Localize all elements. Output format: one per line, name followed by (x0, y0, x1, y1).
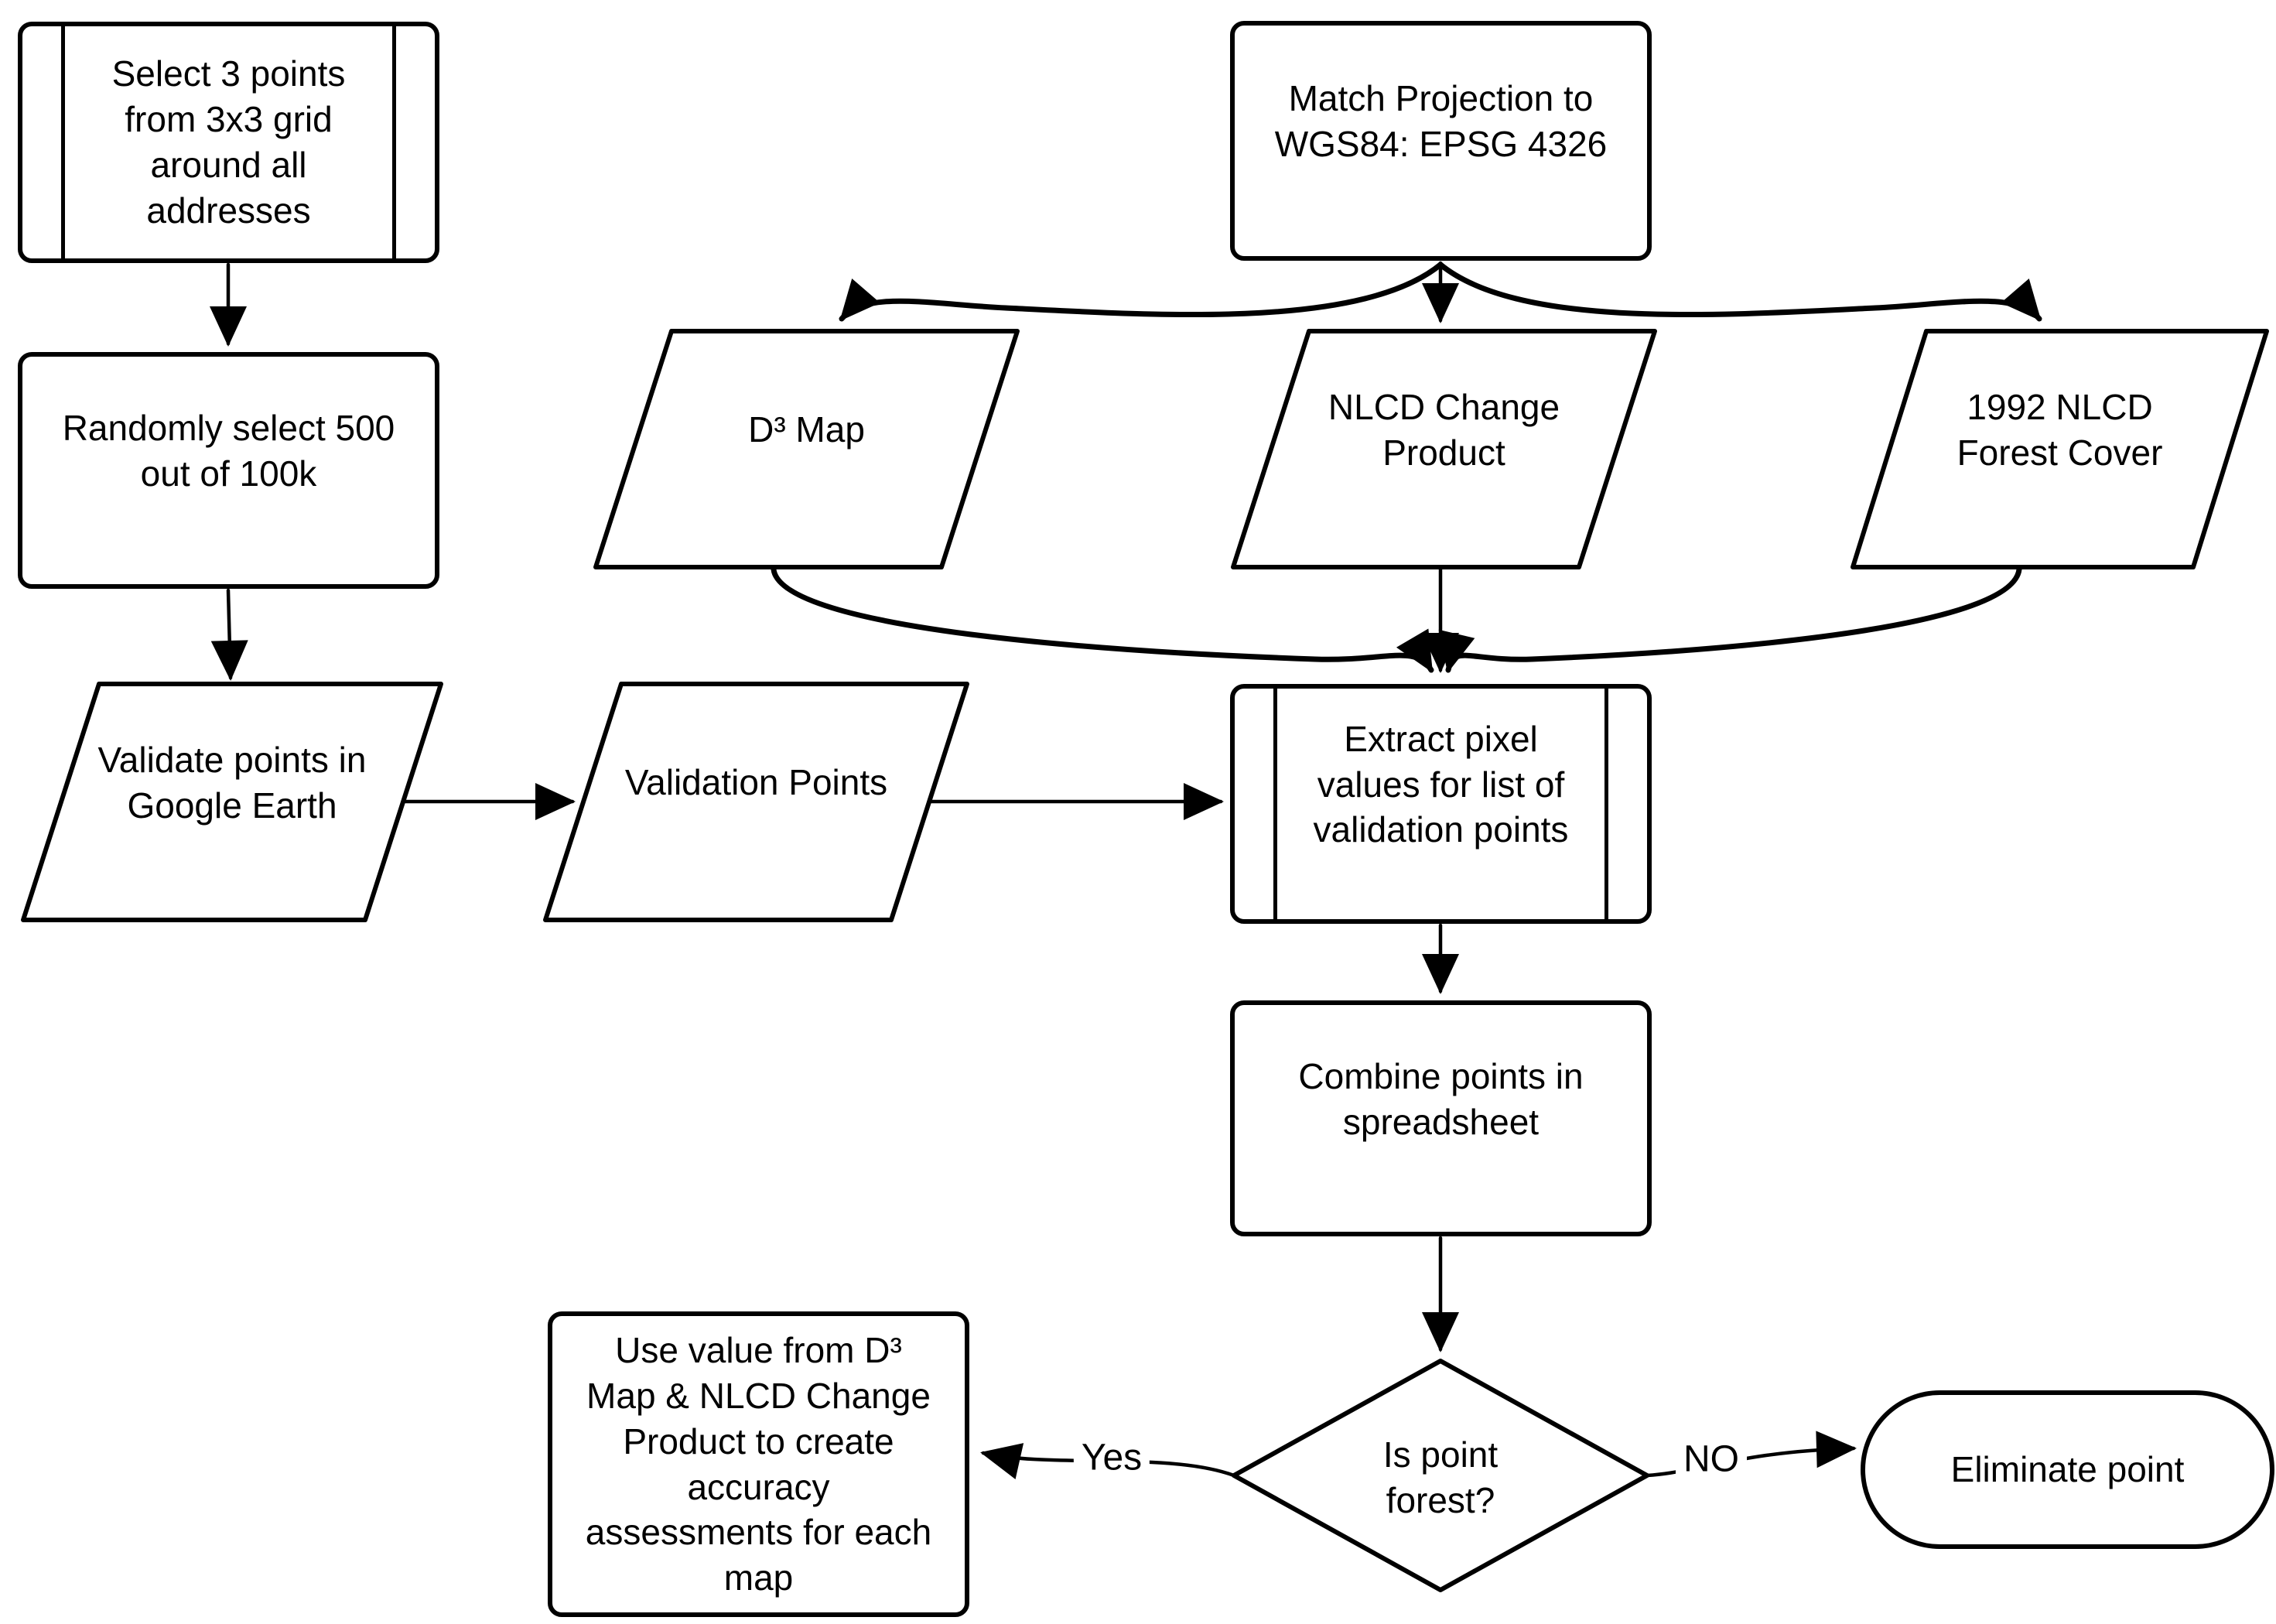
node-validate-points-label: Validate points in Google Earth (97, 739, 367, 826)
node-match-projection-label: Match Projection to WGS84: EPSG 4326 (1274, 78, 1608, 164)
node-nlcd-1992-label: 1992 NLCD Forest Cover (1956, 386, 2163, 473)
edge-label-no: NO (1676, 1438, 1747, 1481)
arrow-nlcd1992-to-extract (1438, 566, 2022, 673)
node-combine-points-label: Combine points in spreadsheet (1298, 1055, 1584, 1142)
node-d3-map-label: D³ Map (748, 409, 865, 450)
arrow-random-to-validate (210, 588, 248, 681)
predefined-process-bar-left (61, 26, 65, 258)
validate-points-shape (21, 682, 443, 922)
arrow-match-to-d3map (839, 262, 1444, 322)
validation-points-shape (543, 682, 969, 922)
arrow-d3map-to-extract (771, 566, 1434, 673)
nlcd-1992-shape (1851, 329, 2269, 569)
node-select-3-points: Select 3 points from 3x3 grid around all… (18, 22, 439, 263)
node-extract-pixel-values-label: Extract pixel values for list of validat… (1313, 718, 1569, 850)
nlcd-change-shape (1231, 329, 1657, 569)
node-eliminate-point: Eliminate point (1861, 1390, 2274, 1549)
predefined-process-bar-right (392, 26, 396, 258)
predefined-process-bar-right (1604, 689, 1608, 919)
predefined-process-bar-left (1273, 689, 1277, 919)
node-use-value-accuracy: Use value from D³ Map & NLCD Change Prod… (548, 1311, 969, 1617)
node-select-3-points-label: Select 3 points from 3x3 grid around all… (111, 53, 346, 231)
edge-label-yes: Yes (1073, 1436, 1150, 1479)
node-combine-points: Combine points in spreadsheet (1230, 1000, 1652, 1236)
node-randomly-select-500-label: Randomly select 500 out of 100k (62, 408, 395, 494)
node-eliminate-point-label: Eliminate point (1950, 1449, 2185, 1490)
node-nlcd-change-label: NLCD Change Product (1328, 386, 1560, 473)
node-validation-points-label: Validation Points (624, 762, 888, 803)
node-extract-pixel-values: Extract pixel values for list of validat… (1230, 684, 1652, 924)
arrow-match-to-nlcd1992 (1437, 262, 2042, 322)
node-match-projection: Match Projection to WGS84: EPSG 4326 (1230, 21, 1652, 261)
node-use-value-accuracy-label: Use value from D³ Map & NLCD Change Prod… (585, 1329, 932, 1598)
node-is-point-forest-label: Is point forest? (1382, 1434, 1499, 1520)
node-randomly-select-500: Randomly select 500 out of 100k (18, 352, 439, 589)
d3-map-shape (593, 329, 1020, 569)
